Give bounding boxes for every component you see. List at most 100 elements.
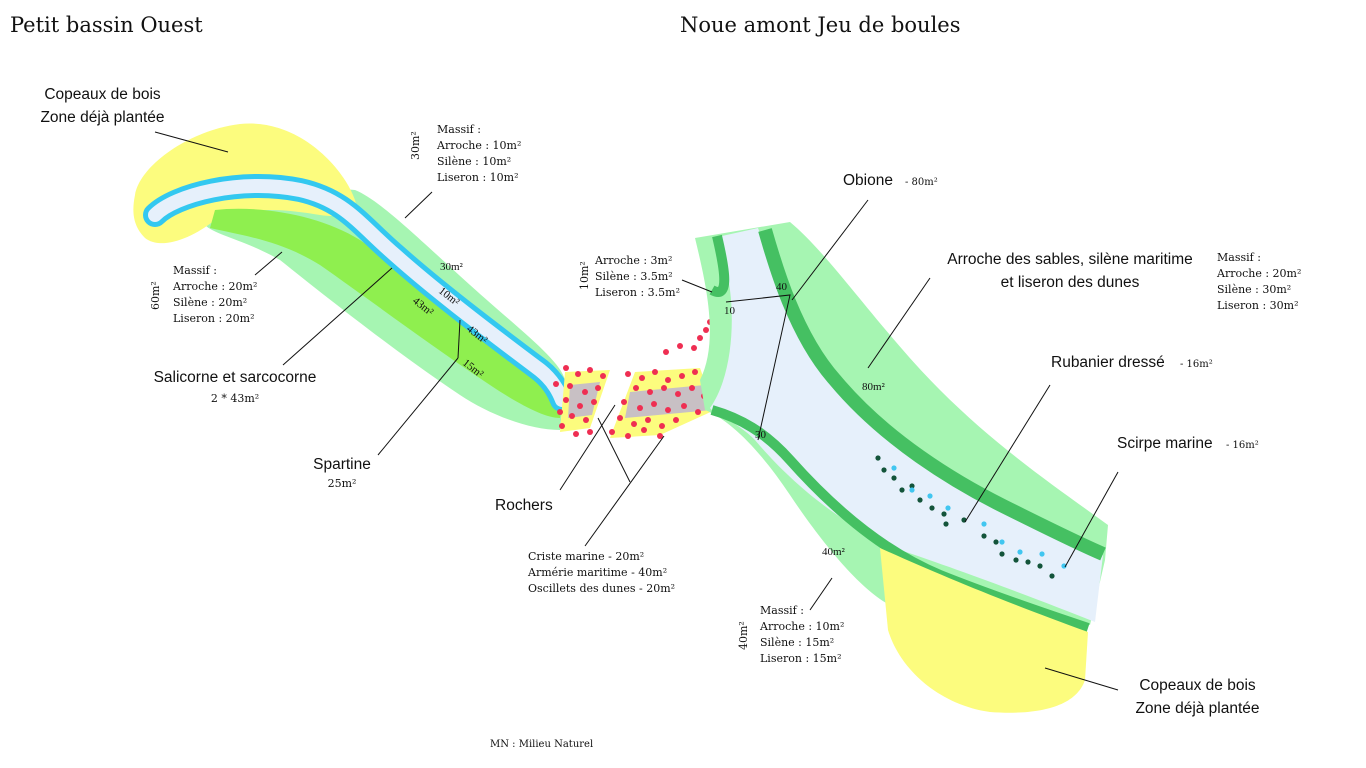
scirpe-dot — [1017, 549, 1023, 555]
red-dot — [609, 429, 615, 435]
red-dot — [679, 373, 685, 379]
red-dot — [673, 417, 679, 423]
red-dot — [633, 385, 639, 391]
rubanier-area: - 16m² — [1180, 359, 1213, 370]
salicorne-area: 2 * 43m² — [210, 392, 260, 405]
arroche-line1: Arroche des sables, silène maritime — [947, 251, 1193, 268]
red-dot — [621, 399, 627, 405]
red-dot — [651, 401, 657, 407]
massif-bottom: Massif : Arroche : 10m² Silène : 15m² Li… — [760, 603, 844, 667]
rubanier-dot — [1013, 557, 1019, 563]
label-right-40: 40 — [776, 281, 788, 293]
red-dot — [663, 349, 669, 355]
red-dot — [625, 371, 631, 377]
massif-right: Massif : Arroche : 20m² Silène : 30m² Li… — [1217, 250, 1301, 314]
red-dot — [563, 397, 569, 403]
right-dark-bank-upper — [758, 228, 1106, 561]
red-dot — [575, 371, 581, 377]
red-dot — [625, 433, 631, 439]
title-left: Petit bassin Ouest — [10, 13, 203, 37]
rubanier-dot — [1049, 573, 1055, 579]
red-dot — [652, 369, 658, 375]
right-dark-bank-lower — [710, 405, 1090, 633]
scirpe-dot — [945, 505, 951, 511]
red-dot — [695, 409, 701, 415]
rubanier-dot — [929, 505, 935, 511]
scirpe-area: - 16m² — [1226, 440, 1259, 451]
rubanier-dot — [943, 521, 949, 527]
copeaux-top-line2: Zone déjà plantée — [40, 109, 165, 126]
red-dot — [569, 413, 575, 419]
copeaux-bottom-line2: Zone déjà plantée — [1135, 700, 1260, 717]
massif-line: Oscillets des dunes - 20m² — [528, 582, 676, 595]
spartine-area: 25m² — [327, 477, 357, 490]
title-right: Noue amont Jeu de boules — [680, 13, 961, 37]
spartine-label: Spartine — [313, 456, 371, 473]
rubanier-dot — [1025, 559, 1031, 565]
massif-left: Massif : Arroche : 20m² Silène : 20m² Li… — [173, 263, 257, 327]
red-dot — [665, 377, 671, 383]
label-right-10: 10 — [724, 305, 736, 317]
massif-mid: Arroche : 3m² Silène : 3.5m² Liseron : 3… — [595, 253, 680, 301]
scirpe-dot — [999, 539, 1005, 545]
obione-label: Obione — [843, 172, 893, 189]
red-dot — [677, 343, 683, 349]
copeaux-bottom-label: Copeaux de bois Zone déjà plantée — [1110, 674, 1285, 720]
massif-line: Arroche : 3m² — [595, 254, 673, 267]
scirpe-dot — [981, 521, 987, 527]
massif-top-left: Massif : Arroche : 10m² Silène : 10m² Li… — [437, 122, 521, 186]
rubanier-dot — [891, 475, 897, 481]
red-dot — [641, 427, 647, 433]
massif-line: Liseron : 15m² — [760, 652, 842, 665]
obione-area: - 80m² — [905, 177, 938, 188]
copeaux-bottom-line1: Copeaux de bois — [1139, 677, 1256, 694]
massif-line: Liseron : 10m² — [437, 171, 519, 184]
massif-line: Massif : — [173, 264, 217, 277]
massif-line: Liseron : 20m² — [173, 312, 255, 325]
arroche-sables-label: Arroche des sables, silène maritime et l… — [925, 248, 1215, 294]
red-dot — [665, 407, 671, 413]
red-dot — [595, 385, 601, 391]
label-left-30: 30m² — [440, 261, 464, 273]
red-dot — [553, 381, 559, 387]
red-dot — [639, 375, 645, 381]
red-dot — [557, 409, 563, 415]
rock-red-dots — [553, 319, 713, 439]
scirpe-dot — [1039, 551, 1045, 557]
left-basin — [133, 123, 574, 430]
rochers-label: Rochers — [495, 497, 553, 514]
copeaux-top-line1: Copeaux de bois — [44, 86, 161, 103]
red-dot — [691, 345, 697, 351]
rubanier-dot — [993, 539, 999, 545]
red-dot — [697, 335, 703, 341]
left-mid-green-band — [210, 208, 562, 418]
rubanier-dot — [941, 511, 947, 517]
red-dot — [591, 399, 597, 405]
rubanier-dot — [999, 551, 1005, 557]
massif-line: Massif : — [1217, 251, 1261, 264]
massif-line: Arroche : 10m² — [437, 139, 522, 152]
rubanier-dot — [917, 497, 923, 503]
massif-line: Arroche : 20m² — [173, 280, 258, 293]
massif-line: Criste marine - 20m² — [528, 550, 645, 563]
rock-grey-left — [568, 382, 600, 418]
red-dot — [583, 417, 589, 423]
massif-line: Massif : — [437, 123, 481, 136]
red-dot — [637, 405, 643, 411]
massif-line: Arroche : 20m² — [1217, 267, 1302, 280]
copeaux-top-label: Copeaux de bois Zone déjà plantée — [15, 83, 190, 129]
red-dot — [582, 389, 588, 395]
red-dot — [661, 385, 667, 391]
massif-rocks: Criste marine - 20m² Armérie maritime - … — [528, 549, 675, 597]
right-water — [710, 228, 1103, 622]
right-dark-bank-left — [709, 234, 730, 297]
massif-line: Silène : 10m² — [437, 155, 512, 168]
rubanier-dot — [875, 455, 881, 461]
rock-grey-right — [625, 385, 712, 418]
scirpe-dots — [891, 465, 1067, 569]
red-dot — [647, 389, 653, 395]
red-dot — [645, 417, 651, 423]
scirpe-dot — [909, 487, 915, 493]
massif-line: Liseron : 30m² — [1217, 299, 1299, 312]
red-dot — [657, 433, 663, 439]
